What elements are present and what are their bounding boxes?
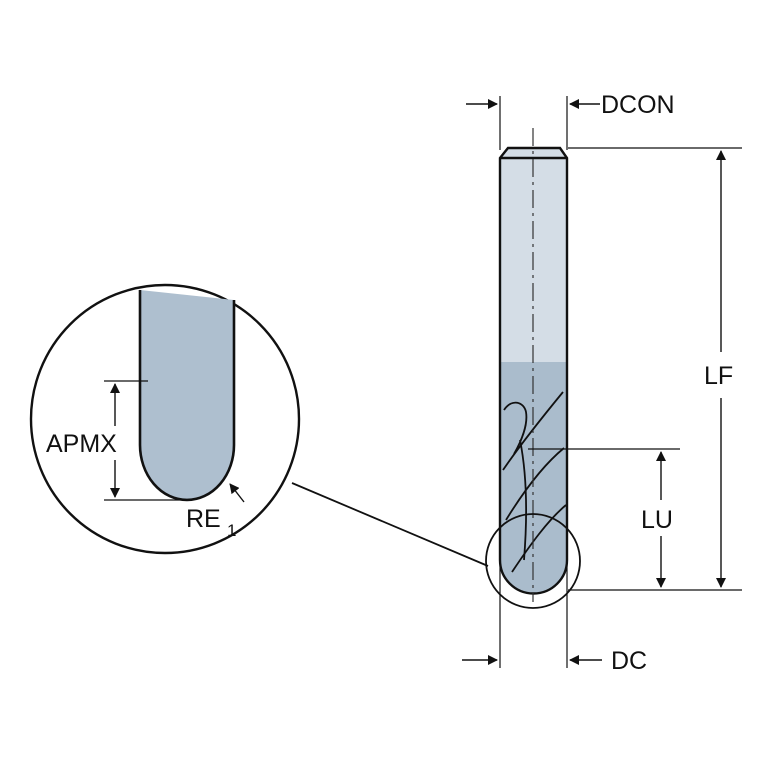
dcon-dimension: DCON [466,91,675,150]
re-leader-arrow [229,483,245,503]
magnified-detail-view: APMX RE 1 [29,283,301,555]
lu-label: LU [641,506,673,534]
ball-nose-detail-circle [485,513,581,609]
lf-label: LF [704,362,733,390]
tool-outline [498,146,569,595]
lu-dimension: LU [528,448,680,588]
detail-ball-nose [138,290,236,502]
dc-dimension: DC [462,562,647,675]
re-label: RE [186,505,221,533]
dc-label: DC [611,647,647,675]
end-mill-tool [498,128,569,602]
apmx-label: APMX [46,430,117,458]
dcon-label: DCON [601,91,675,119]
re-subscript: 1 [227,521,236,540]
detail-leader-line [291,482,489,567]
lf-dimension: LF [568,147,742,591]
